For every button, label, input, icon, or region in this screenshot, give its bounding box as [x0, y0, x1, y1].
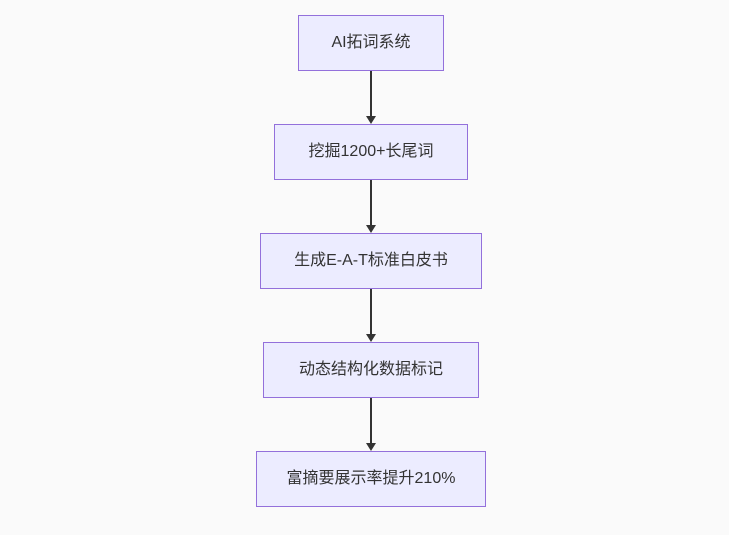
flow-arrow-1	[366, 71, 376, 124]
flow-node-label: 动态结构化数据标记	[298, 360, 443, 378]
flow-node-eat-whitepaper: 生成E-A-T标准白皮书	[260, 233, 482, 289]
arrow-line	[370, 398, 372, 443]
flow-node-label: 挖掘1200+长尾词	[308, 142, 434, 160]
arrow-head-down-icon	[366, 225, 376, 233]
arrow-line	[370, 180, 372, 225]
arrow-line	[370, 289, 372, 334]
arrow-head-down-icon	[366, 116, 376, 124]
flow-node-longtail-mining: 挖掘1200+长尾词	[274, 124, 468, 180]
flow-node-label: 富摘要展示率提升210%	[286, 469, 456, 487]
flow-node-ai-word-expansion: AI拓词系统	[298, 15, 444, 71]
arrow-line	[370, 71, 372, 116]
arrow-head-down-icon	[366, 334, 376, 342]
flowchart: AI拓词系统 挖掘1200+长尾词 生成E-A-T标准白皮书 动态结构化数据标记…	[256, 15, 486, 507]
flow-arrow-2	[366, 180, 376, 233]
flow-node-structured-data-markup: 动态结构化数据标记	[263, 342, 479, 398]
arrow-head-down-icon	[366, 443, 376, 451]
flow-arrow-4	[366, 398, 376, 451]
flow-node-label: AI拓词系统	[331, 33, 411, 51]
flow-node-rich-snippet-result: 富摘要展示率提升210%	[256, 451, 486, 507]
flow-node-label: 生成E-A-T标准白皮书	[294, 251, 448, 269]
flow-arrow-3	[366, 289, 376, 342]
